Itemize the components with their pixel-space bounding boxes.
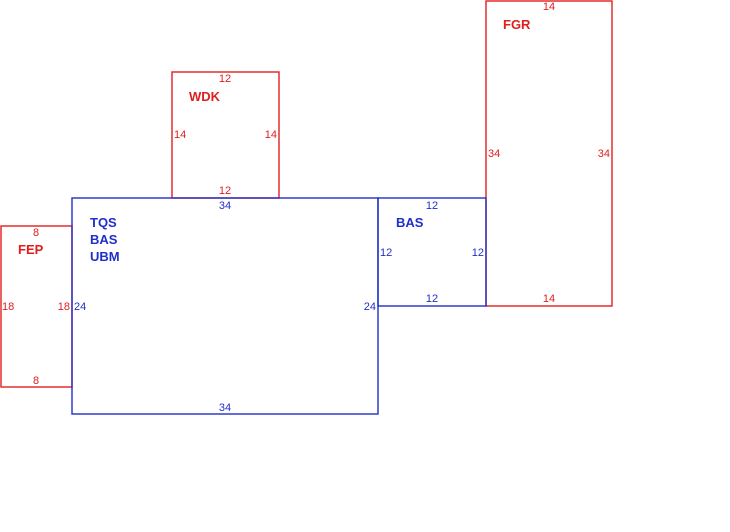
shape-fep-label: FEP	[18, 242, 44, 257]
shape-wdk-right-dim: 14	[265, 129, 277, 141]
shape-wdk-left-dim: 14	[174, 129, 186, 141]
shape-wdk-label: WDK	[189, 89, 221, 104]
shape-fgr: FGR 14 14 34 34	[485, 0, 613, 307]
shape-bas-top-dim: 12	[426, 200, 438, 212]
shape-fgr-left-dim: 34	[488, 148, 500, 160]
shape-main-left-dim: 24	[74, 301, 86, 313]
shape-wdk-top-dim: 12	[219, 73, 231, 85]
shape-main-outline	[71, 197, 379, 415]
shape-fep-top-dim: 8	[33, 227, 39, 239]
shape-fep-right-dim: 18	[58, 301, 70, 313]
shape-main-right-dim: 24	[364, 301, 376, 313]
shape-main-top-dim: 34	[219, 200, 231, 212]
shape-wdk: WDK 12 12 14 14	[171, 71, 280, 199]
shape-fgr-right-dim: 34	[598, 148, 610, 160]
shape-fgr-label: FGR	[503, 17, 531, 32]
shape-fgr-top-dim: 14	[543, 1, 555, 13]
shape-fep-bottom-dim: 8	[33, 375, 39, 387]
shape-main: TQS BAS UBM 34 34 24 24	[71, 197, 379, 415]
shape-fgr-bottom-dim: 14	[543, 293, 555, 305]
shape-bas-bottom-dim: 12	[426, 293, 438, 305]
shape-fgr-outline	[485, 0, 613, 307]
shape-wdk-bottom-dim: 12	[219, 185, 231, 197]
shape-main-bottom-dim: 34	[219, 402, 231, 414]
shape-bas-left-dim: 12	[380, 247, 392, 259]
shape-fep-left-dim: 18	[2, 301, 14, 313]
shape-main-label-3: UBM	[90, 249, 120, 264]
shape-main-label-1: TQS	[90, 215, 117, 230]
shape-main-label-2: BAS	[90, 232, 118, 247]
shape-fep: FEP 8 8 18 18	[0, 225, 73, 388]
shape-bas-label: BAS	[396, 215, 424, 230]
shape-bas-right-dim: 12	[472, 247, 484, 259]
shape-bas-outline	[377, 197, 487, 307]
shape-bas: BAS 12 12 12 12	[377, 197, 487, 307]
